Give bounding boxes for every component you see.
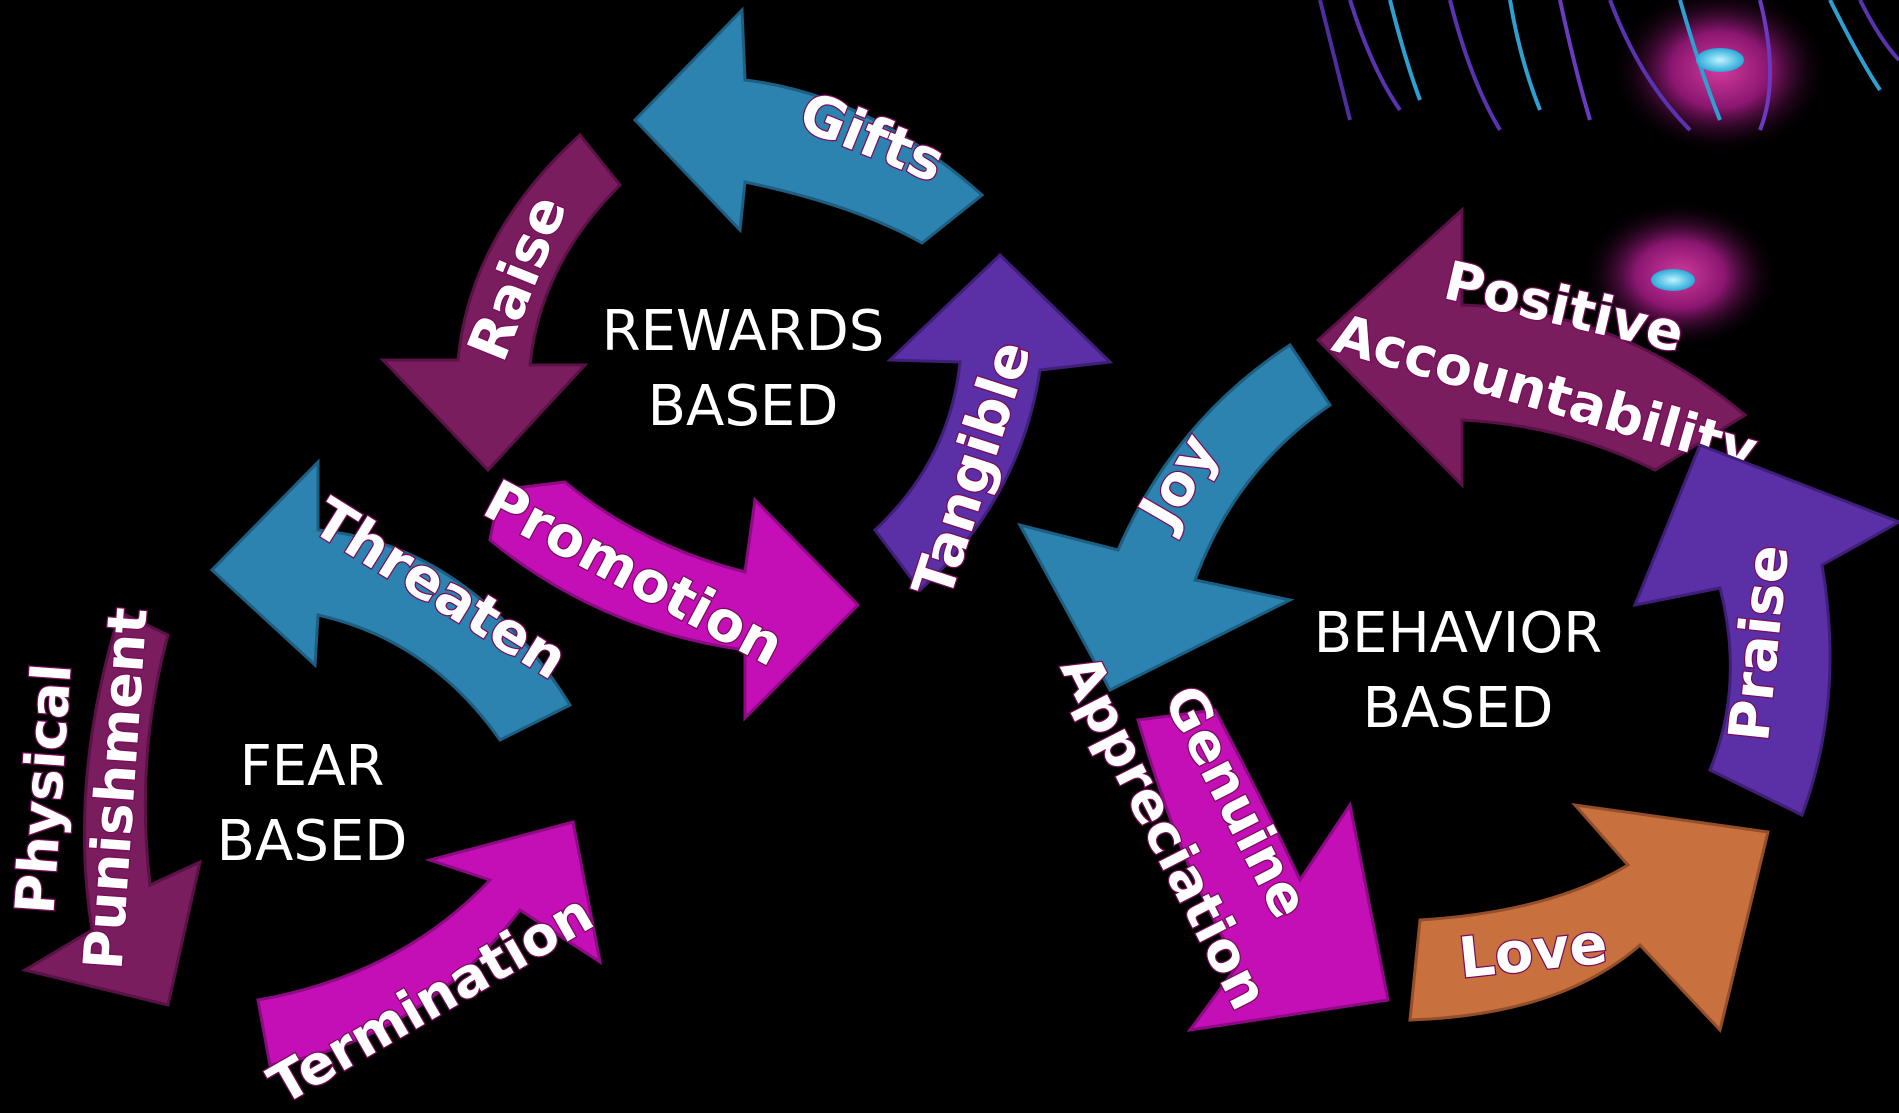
tentacle (1608, 0, 1692, 132)
gifts-arrow (632, 6, 985, 245)
fear-center-line1: FEAR (240, 734, 385, 799)
promotion-arrow (488, 480, 861, 722)
tangible-arrow (872, 252, 1114, 593)
physical-punishment-label-line1: Physical (3, 661, 83, 916)
raise-arrow (379, 132, 623, 473)
threaten-arrow (209, 458, 573, 742)
behavior-center-line1: BEHAVIOR (1314, 601, 1602, 666)
behavior-center-line2: BASED (1363, 676, 1554, 741)
raise-label: Raise (456, 186, 580, 369)
jellyfish-decoration (1318, 0, 1899, 155)
termination-arrow (256, 820, 603, 1067)
jellyfish-glow (1610, 0, 1830, 155)
tentacle (1758, 0, 1772, 131)
tangible-label: Tangible (901, 333, 1045, 605)
physical-punishment-arrow (21, 609, 203, 1007)
tentacle (1828, 0, 1882, 92)
tentacle (1858, 0, 1899, 62)
genuine-appreciation-arrow (1136, 708, 1390, 1033)
tentacle (1348, 0, 1402, 112)
rewards-center-line1: REWARDS (602, 299, 885, 364)
glowing-orb (1580, 200, 1780, 350)
tentacle (1448, 0, 1502, 132)
tentacle (1508, 0, 1542, 111)
fear-center-line2: BASED (217, 809, 408, 874)
love-arrow (1408, 802, 1770, 1034)
joy-arrow (1017, 342, 1333, 692)
tentacle (1388, 0, 1422, 101)
orb-core (1651, 269, 1695, 291)
positive-accountability-arrow (1315, 206, 1748, 489)
jellyfish-tentacles (1318, 0, 1899, 132)
tentacle (1318, 0, 1352, 121)
tentacle (1558, 0, 1592, 121)
praise-arrow (1632, 443, 1899, 818)
jellyfish-core (1696, 48, 1744, 72)
rewards-center-line2: BASED (648, 374, 839, 439)
behavior-cycle: Positive Accountability Joy Praise Genui… (1017, 206, 1899, 1034)
